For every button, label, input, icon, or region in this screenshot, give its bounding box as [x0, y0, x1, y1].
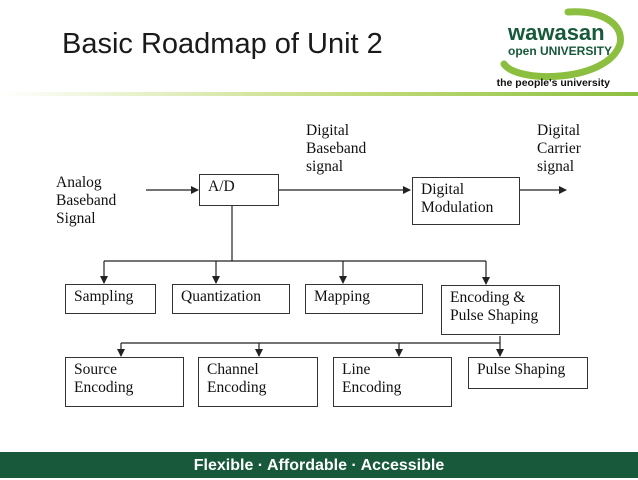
label-digital-baseband-signal: Digital Baseband signal [306, 122, 367, 175]
node-source-encoding: Source Encoding [65, 357, 184, 407]
logo-wordmark-top: wawasan [507, 20, 605, 45]
node-line-encoding: Line Encoding [333, 357, 452, 407]
label-analog-baseband-signal: Analog Baseband Signal [56, 174, 117, 227]
logo-swoosh-icon: wawasan open UNIVERSITY [500, 8, 624, 81]
university-logo: wawasan open UNIVERSITY [498, 8, 628, 92]
node-ad-converter: A/D [199, 174, 279, 206]
node-channel-encoding: Channel Encoding [198, 357, 318, 407]
node-sampling: Sampling [65, 284, 156, 314]
logo-wordmark-bottom: open UNIVERSITY [508, 44, 612, 58]
slide-title: Basic Roadmap of Unit 2 [62, 28, 383, 60]
node-pulse-shaping: Pulse Shaping [468, 357, 588, 389]
footer-banner: Flexible · Affordable · Accessible [0, 452, 638, 478]
label-digital-carrier-signal: Digital Carrier signal [537, 122, 581, 175]
logo-tagline: the people's university [496, 77, 610, 89]
header-divider [0, 92, 638, 96]
node-mapping: Mapping [305, 284, 423, 314]
node-quantization: Quantization [172, 284, 290, 314]
node-encoding-pulse-shaping: Encoding & Pulse Shaping [441, 285, 560, 335]
node-digital-modulation: Digital Modulation [412, 177, 520, 225]
